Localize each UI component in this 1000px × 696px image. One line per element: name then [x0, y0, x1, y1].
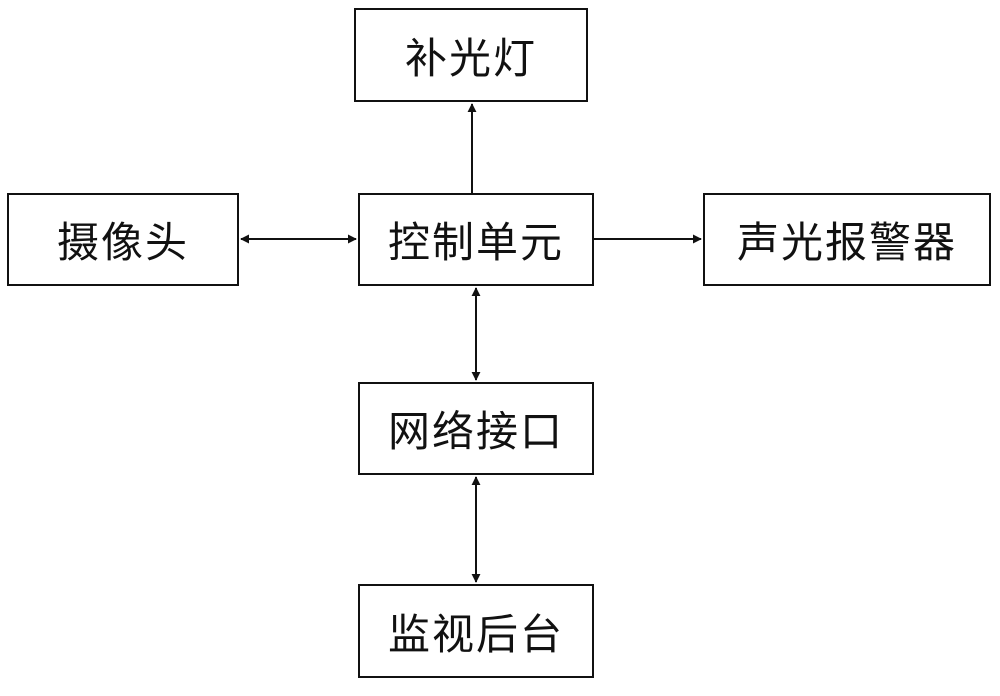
- camera-label: 摄像头: [56, 218, 189, 267]
- fill-light-label: 补光灯: [404, 33, 537, 83]
- monitoring-backend-box: 监视后台: [358, 584, 594, 678]
- fill-light-box: 补光灯: [354, 8, 588, 102]
- alarm-box: 声光报警器: [703, 193, 991, 286]
- camera-box: 摄像头: [7, 193, 239, 286]
- network-interface-label: 网络接口: [387, 407, 564, 456]
- alarm-label: 声光报警器: [736, 218, 957, 267]
- monitoring-backend-label: 监视后台: [387, 609, 564, 659]
- network-interface-box: 网络接口: [358, 382, 594, 475]
- control-unit-box: 控制单元: [358, 193, 594, 286]
- control-unit-label: 控制单元: [387, 218, 564, 267]
